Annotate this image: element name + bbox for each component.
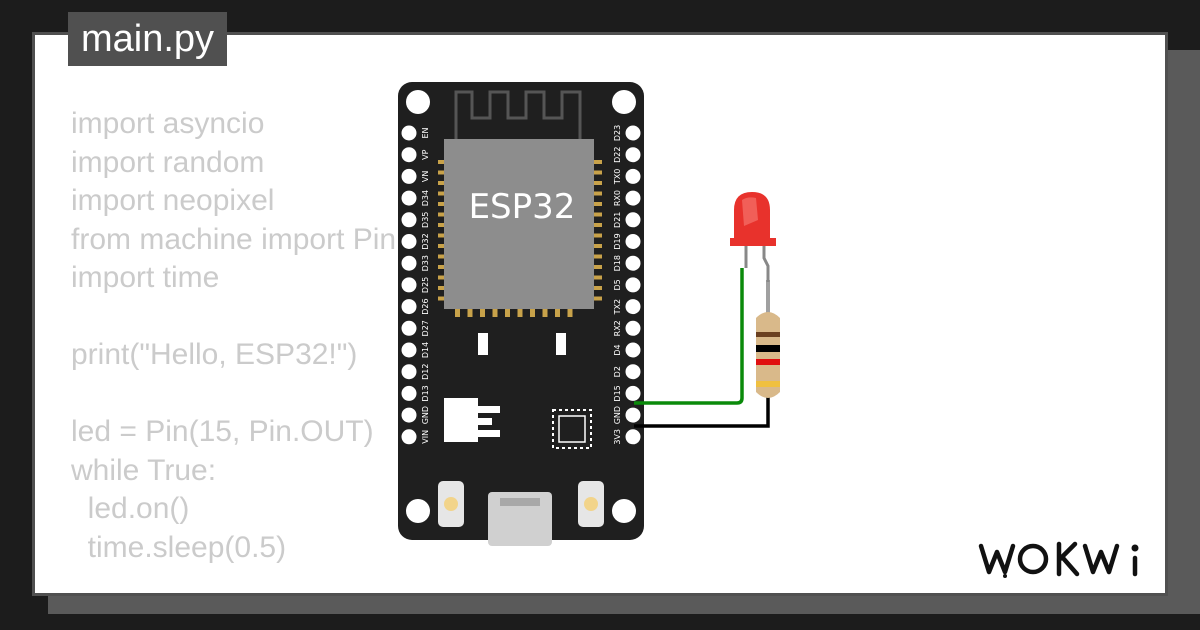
file-tab[interactable]: main.py	[68, 12, 228, 66]
antenna-trace	[454, 90, 582, 140]
header-pin[interactable]	[401, 190, 417, 206]
pin-label: D27	[421, 320, 430, 336]
header-pin[interactable]	[625, 125, 641, 141]
chip-pins	[438, 160, 602, 317]
pin-label: VP	[421, 149, 430, 159]
pin-label: D33	[421, 255, 430, 271]
header-pin[interactable]	[401, 407, 417, 423]
resistor-band	[756, 359, 780, 365]
header-pin[interactable]	[625, 255, 641, 271]
code-line: while True:	[71, 453, 217, 487]
pin-label: TX0	[613, 169, 622, 185]
pin-label: RX2	[613, 320, 622, 336]
voltage-regulator	[444, 398, 478, 442]
header-pin[interactable]	[401, 125, 417, 141]
code-line: import time	[71, 261, 220, 294]
pin-label: VIN	[421, 430, 430, 444]
resistor[interactable]	[756, 280, 780, 398]
red-led[interactable]	[730, 192, 776, 282]
esp32-chip	[444, 139, 594, 309]
esp32-board[interactable]: ESP32 ENVPVND34D35D32D33D25D26D27D14D12D…	[398, 82, 644, 546]
pin-label: D12	[421, 364, 430, 380]
pin-label: D35	[421, 212, 430, 228]
code-line: print("Hello, ESP32!")	[71, 338, 358, 371]
pin-label: D15	[613, 385, 622, 401]
header-pin[interactable]	[401, 342, 417, 358]
pin-label: D18	[613, 255, 622, 271]
code-line: from machine import Pin	[71, 222, 397, 256]
header-pin[interactable]	[625, 234, 641, 249]
code-preview: import asyncio import random import neopix…	[71, 105, 396, 567]
mounting-hole	[612, 90, 636, 114]
pin-label: D22	[613, 147, 622, 163]
pin-label: 3V3	[613, 429, 622, 445]
boot-button[interactable]	[578, 481, 604, 527]
pin-label: GND	[421, 406, 430, 424]
pin-label: RX0	[613, 190, 622, 206]
header-pin[interactable]	[401, 429, 417, 445]
pin-label: D14	[421, 342, 430, 358]
mounting-hole	[406, 499, 430, 523]
resistor-band	[756, 345, 780, 352]
header-pin[interactable]	[625, 190, 641, 206]
header-pin[interactable]	[401, 212, 417, 228]
header-pin[interactable]	[625, 212, 641, 228]
pin-label: D34	[421, 190, 430, 206]
code-line: led = Pin(15, Pin.OUT)	[71, 415, 374, 448]
code-line: import neopixel	[71, 184, 275, 217]
code-line: time.sleep(0.5)	[71, 530, 287, 564]
header-pin[interactable]	[401, 385, 417, 401]
header-pin[interactable]	[625, 429, 641, 445]
pin-label: D21	[613, 212, 622, 228]
header-pin[interactable]	[625, 277, 641, 293]
header-pin[interactable]	[401, 168, 417, 184]
header-pin[interactable]	[625, 168, 641, 184]
en-button[interactable]	[438, 481, 464, 527]
header-pin[interactable]	[625, 147, 641, 163]
header-pin[interactable]	[625, 320, 641, 336]
header-pin[interactable]	[625, 407, 641, 423]
header-pin[interactable]	[625, 342, 641, 358]
pin-label: VN	[421, 171, 430, 182]
header-pin[interactable]	[401, 255, 417, 271]
header-pin[interactable]	[401, 234, 417, 249]
header-pin[interactable]	[401, 299, 417, 315]
pin-label: D26	[421, 298, 430, 314]
header-pin[interactable]	[625, 364, 641, 380]
signal-wire	[634, 268, 744, 405]
pin-label: D4	[613, 344, 622, 355]
pin-label: TX2	[613, 299, 622, 315]
code-line: led.on()	[71, 492, 190, 525]
header-pin[interactable]	[401, 320, 417, 336]
resistor-band	[756, 381, 780, 387]
usb-uart-chip	[552, 409, 592, 449]
resistor-band	[756, 332, 780, 337]
pin-label: D5	[613, 279, 622, 290]
mounting-hole	[406, 90, 430, 114]
code-line: import asyncio	[71, 107, 265, 140]
header-pin[interactable]	[625, 385, 641, 401]
mounting-hole	[612, 499, 636, 523]
pin-label: GND	[613, 406, 622, 424]
header-pin[interactable]	[401, 277, 417, 293]
wokwi-logo	[978, 541, 1139, 578]
header-pin[interactable]	[625, 299, 641, 315]
pin-label: D19	[613, 233, 622, 249]
smd-component	[556, 333, 566, 355]
pin-label: D23	[613, 125, 622, 141]
pin-label: D2	[613, 366, 622, 377]
code-line: import random	[71, 145, 265, 179]
chip-label: ESP32	[469, 187, 576, 227]
pin-label: EN	[421, 127, 430, 138]
smd-component	[478, 333, 488, 355]
pin-label: D32	[421, 233, 430, 249]
header-pin[interactable]	[401, 364, 417, 380]
pin-label: D25	[421, 277, 430, 293]
pin-label: D13	[421, 385, 430, 401]
header-pin[interactable]	[401, 147, 417, 163]
ground-wire	[634, 395, 770, 428]
